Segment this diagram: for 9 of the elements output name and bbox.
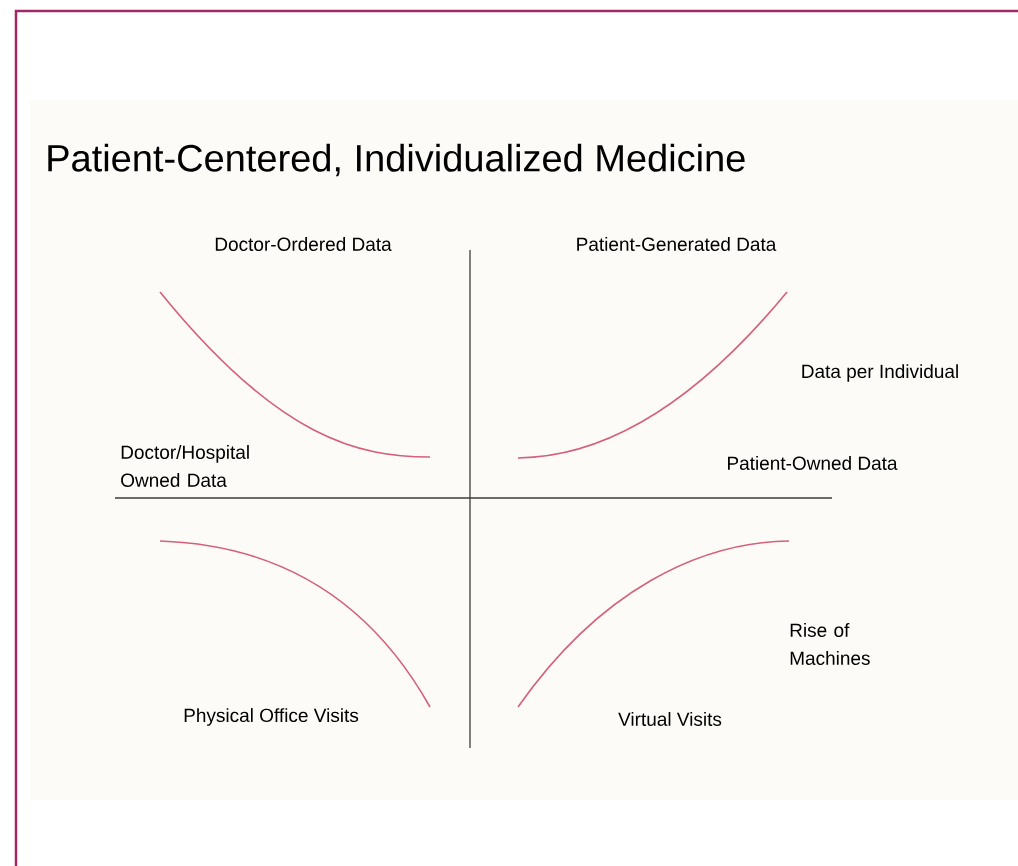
quadrant-label: Physical Office Visits — [184, 708, 359, 726]
quadrant-label: Data per Individual — [802, 364, 958, 382]
quadrant-label: Virtual Visits — [618, 712, 722, 726]
quadrant-label: Rise of Machines — [790, 623, 870, 665]
quadrant-label: Patient-Generated Data — [577, 237, 777, 251]
quadrant-label: Doctor-Ordered Data — [215, 237, 392, 251]
title: Patient-Centered, Individualized Medicine — [48, 143, 745, 177]
quadrant-label: Doctor/Hospital Owned Data — [121, 445, 249, 487]
quadrant-label: Patient-Owned Data — [728, 456, 898, 470]
